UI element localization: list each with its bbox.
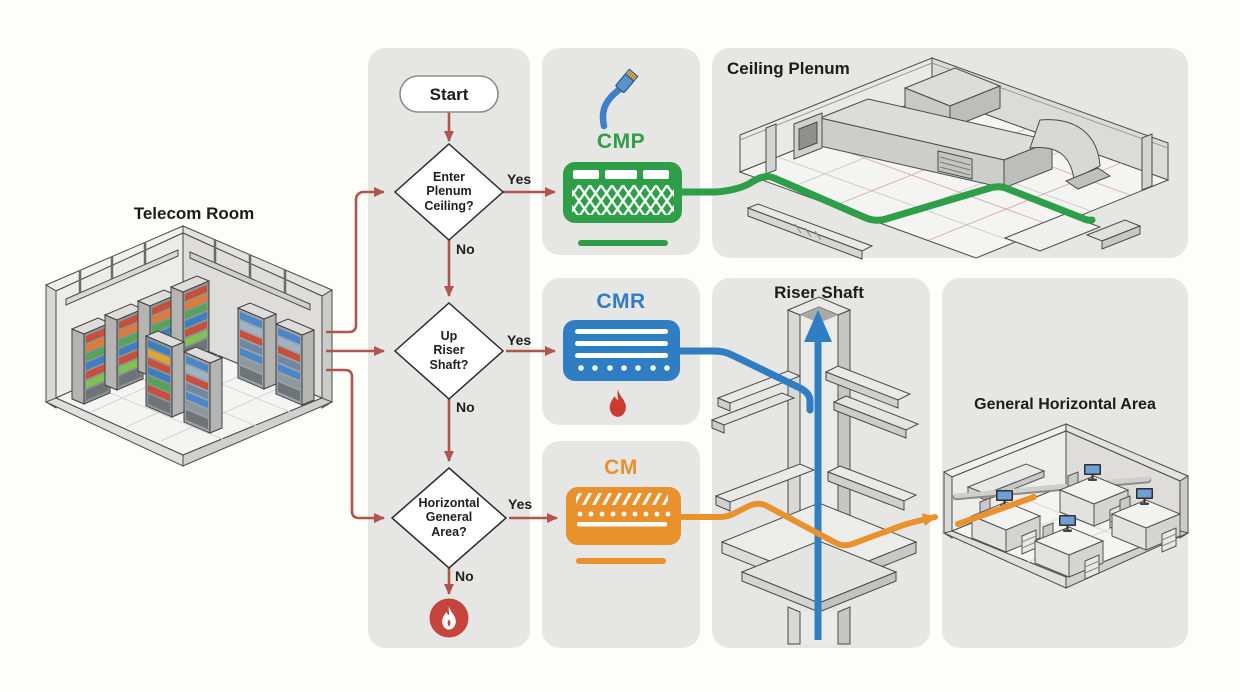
general-horizontal-area-illustration xyxy=(942,423,1190,589)
cm-cable-jacket xyxy=(566,487,681,564)
cmp-route-line xyxy=(678,173,1096,224)
cmr-cable-jacket xyxy=(563,320,680,417)
general-horizontal-area-label: General Horizontal Area xyxy=(974,396,1156,413)
decision-1-label: Enter Plenum Ceiling? xyxy=(424,170,474,213)
no-label-2: No xyxy=(456,399,475,415)
start-label: Start xyxy=(429,85,469,104)
cmr-label: CMR xyxy=(596,290,646,313)
start-node xyxy=(399,75,499,113)
cmp-cable-jacket xyxy=(563,162,682,246)
yes-label-2: Yes xyxy=(507,332,532,348)
ceiling-plenum-illustration xyxy=(738,57,1170,260)
no-label-1: No xyxy=(456,241,475,257)
flame-icon xyxy=(609,389,626,417)
decision-3-label: Horizontal General Area? xyxy=(418,496,480,539)
no-label-3: No xyxy=(455,568,474,584)
flowchart-arrows xyxy=(444,112,558,595)
decision-up-riser-shaft xyxy=(393,301,505,401)
telecom-to-flowchart-connectors xyxy=(326,187,385,523)
decision-2-label: Up Riser Shaft? xyxy=(429,329,469,372)
cm-route-line xyxy=(678,494,1037,549)
yes-label-1: Yes xyxy=(507,171,532,187)
ethernet-cable-icon xyxy=(599,68,639,130)
cmp-label: CMP xyxy=(596,130,646,153)
telecom-room-label: Telecom Room xyxy=(133,204,255,223)
decision-horizontal-general-area xyxy=(390,467,508,569)
riser-shaft-label: Riser Shaft xyxy=(774,283,864,302)
riser-up-arrow xyxy=(804,310,832,342)
flame-badge-icon xyxy=(429,598,469,638)
cmp-underline xyxy=(578,240,668,246)
cm-label: CM xyxy=(604,456,638,479)
flowchart-shapes xyxy=(390,75,508,638)
ceiling-plenum-label: Ceiling Plenum xyxy=(727,59,850,78)
cmr-route-line xyxy=(676,310,832,640)
telecom-room-illustration xyxy=(44,225,334,467)
yes-label-3: Yes xyxy=(508,496,533,512)
cm-underline xyxy=(576,558,666,564)
decision-enter-plenum-ceiling xyxy=(393,142,505,242)
